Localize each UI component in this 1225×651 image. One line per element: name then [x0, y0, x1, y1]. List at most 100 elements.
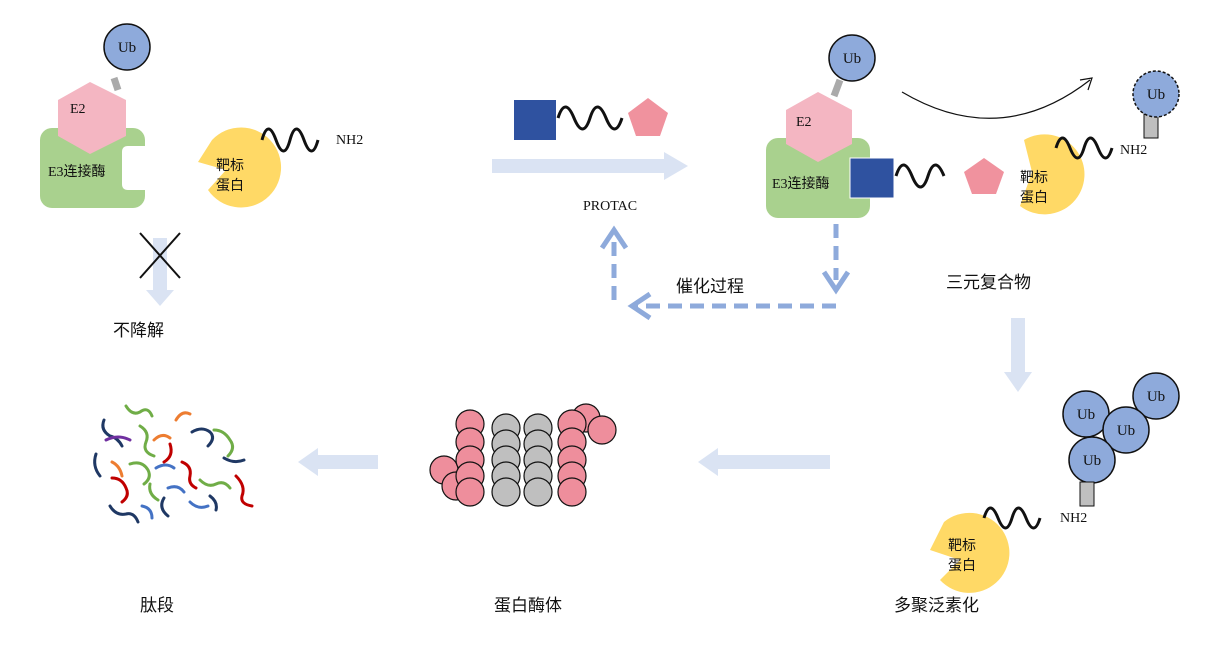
ub-chain-2-label: Ub [1117, 423, 1135, 439]
arrow-to-peptides [298, 448, 378, 476]
peptide-1 [124, 404, 154, 418]
ub-circle-transferred [1132, 70, 1180, 118]
transfer-arrow-head [1079, 77, 1093, 91]
peptide-4 [101, 418, 124, 448]
e3-ligase-block-ternary [766, 138, 870, 218]
target-label-2-left: 蛋白 [216, 178, 244, 194]
protac-e3-ligand-bound [849, 157, 895, 199]
dashed-left-head [627, 291, 652, 321]
arrow-to-proteasome [698, 448, 830, 476]
chain-wave-poly [982, 506, 1042, 530]
down-arrow-head-faded [146, 290, 174, 306]
proteasome-subunit-23 [557, 477, 587, 507]
target-pacman-poly [930, 512, 1010, 593]
e2-hexagon-left [58, 82, 126, 154]
nh2-label-left: NH2 [336, 133, 363, 148]
ub-chain-2 [1102, 406, 1150, 454]
down-arrow-ternary [1004, 318, 1032, 392]
target-label-2-ternary: 蛋白 [1020, 190, 1048, 206]
peptide-23 [160, 496, 170, 518]
target-pacman-left [198, 127, 282, 208]
target-label-1-ternary: 靶标 [1020, 170, 1048, 186]
ub-label-ternary: Ub [843, 51, 861, 67]
ub-linker-poly [1079, 481, 1095, 507]
peptide-fragments [93, 404, 254, 524]
proteasome-subunit-3 [587, 415, 617, 445]
peptide-10 [93, 452, 102, 478]
ub-circle-left [103, 23, 151, 71]
ternary-complex: Ub E2 E3连接酶 靶标 蛋白 NH2 Ub 三元复合物 [766, 34, 1180, 292]
proteasome-subunit-13 [491, 477, 521, 507]
peptide-18 [166, 485, 186, 494]
ternary-label: 三元复合物 [946, 273, 1031, 292]
peptide-20 [234, 474, 254, 508]
ub-circle-ternary [828, 34, 876, 82]
peptide-24 [188, 500, 210, 509]
ub-chain-4 [1132, 372, 1180, 420]
proteasome [429, 403, 617, 507]
right-arrow-head [664, 152, 688, 180]
peptide-12 [128, 461, 151, 486]
ub-label-left: Ub [118, 40, 136, 56]
catalytic-label: 催化过程 [676, 277, 744, 296]
catalytic-loop: 催化过程 [599, 224, 851, 321]
peptide-3 [190, 427, 215, 448]
dashed-up-head [599, 225, 629, 250]
peptide-13 [154, 463, 176, 470]
e3-binding-notch [122, 146, 146, 190]
polyubiquitinated-target: Ub Ub Ub Ub 靶标 蛋白 NH2 多聚泛素化 [894, 372, 1180, 615]
nh2-label-poly: NH2 [1060, 511, 1087, 526]
ub-linker-left [110, 76, 122, 92]
protac-linker [556, 105, 624, 131]
target-pacman-ternary [1020, 134, 1085, 215]
nh2-label-ternary: NH2 [1120, 143, 1147, 158]
peptide-22 [140, 504, 154, 520]
ub-chain-3-label: Ub [1077, 407, 1095, 423]
chain-wave-left [260, 127, 320, 153]
e2-label-left: E2 [70, 102, 86, 117]
e2-hexagon-ternary [786, 92, 852, 162]
target-protein-left: 靶标 蛋白 NH2 [198, 127, 363, 208]
protac-molecule: PROTAC [492, 98, 688, 214]
target-label-2-poly: 蛋白 [948, 558, 976, 574]
ub-linker-ternary [830, 78, 844, 98]
proteasome-label: 蛋白酶体 [494, 596, 562, 615]
dashed-down-head [821, 270, 851, 295]
no-degradation-label: 不降解 [113, 321, 164, 340]
e3-ligase-block-left [40, 128, 145, 208]
peptide-5 [104, 435, 132, 442]
peptide-21 [108, 504, 140, 524]
peptide-15 [222, 456, 246, 464]
polyubiquitination-label: 多聚泛素化 [894, 596, 979, 615]
left-arrow-head-1 [698, 448, 718, 476]
protac-linker-bound [894, 163, 946, 189]
proteasome-subunit-18 [523, 477, 553, 507]
cross-line-2 [139, 232, 181, 279]
target-label-1-left: 靶标 [216, 158, 244, 174]
protac-target-ligand-bound [964, 158, 1004, 194]
e3-label-left: E3连接酶 [48, 163, 106, 180]
peptide-11 [110, 460, 124, 478]
peptide-17 [148, 482, 160, 502]
peptide-2 [174, 411, 192, 422]
chain-wave-ternary [1054, 136, 1114, 160]
ub-chain-1-label: Ub [1083, 453, 1101, 469]
peptides-label: 肽段 [140, 596, 174, 615]
protac-label: PROTAC [583, 199, 637, 214]
ub-label-transferred: Ub [1147, 87, 1165, 103]
target-label-1-poly: 靶标 [948, 538, 976, 554]
peptide-16 [110, 476, 129, 504]
no-degradation-branch: 不降解 [113, 232, 181, 340]
proteasome-subunit-8 [455, 477, 485, 507]
peptide-7 [152, 433, 172, 442]
left-arrow-head-2 [298, 448, 318, 476]
peptide-25 [208, 494, 218, 512]
down-arrow-head [1004, 372, 1032, 392]
peptide-19 [198, 478, 232, 490]
ub-chain-4-label: Ub [1147, 389, 1165, 405]
e2-label-ternary: E2 [796, 115, 812, 130]
peptide-8 [162, 442, 173, 464]
e3-complex-left: Ub E2 E3连接酶 [40, 23, 151, 208]
